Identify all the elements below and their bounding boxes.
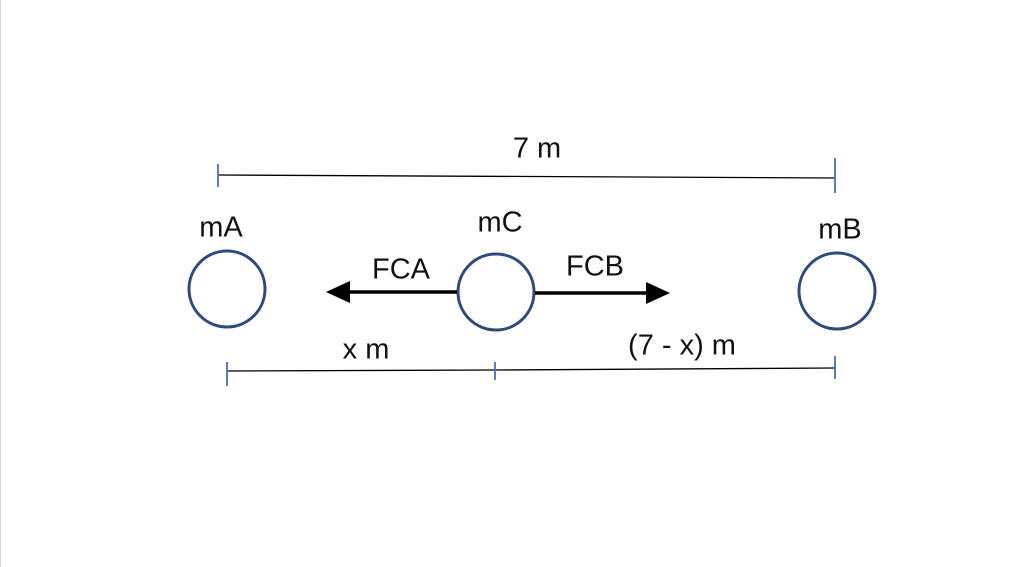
page-edge bbox=[0, 0, 1, 567]
distance-ac-line bbox=[226, 369, 496, 372]
mass-a-label: mA bbox=[199, 211, 243, 244]
distance-ac-label: x m bbox=[342, 333, 390, 366]
mass-a-circle bbox=[187, 249, 267, 329]
total-distance-line bbox=[217, 174, 836, 179]
distance-cb-line bbox=[494, 367, 836, 371]
mass-b-circle bbox=[797, 251, 877, 331]
mass-b-label: mB bbox=[818, 213, 862, 246]
mass-c-label: mC bbox=[477, 206, 523, 239]
force-ca-label: FCA bbox=[372, 253, 430, 286]
force-cb-label: FCB bbox=[566, 250, 624, 283]
distance-cb-label: (7 - x) m bbox=[628, 329, 736, 362]
mass-c-circle bbox=[456, 252, 536, 332]
force-ca-arrowhead bbox=[326, 281, 350, 303]
total-distance-label: 7 m bbox=[512, 132, 562, 165]
force-cb-arrowhead bbox=[646, 282, 670, 304]
